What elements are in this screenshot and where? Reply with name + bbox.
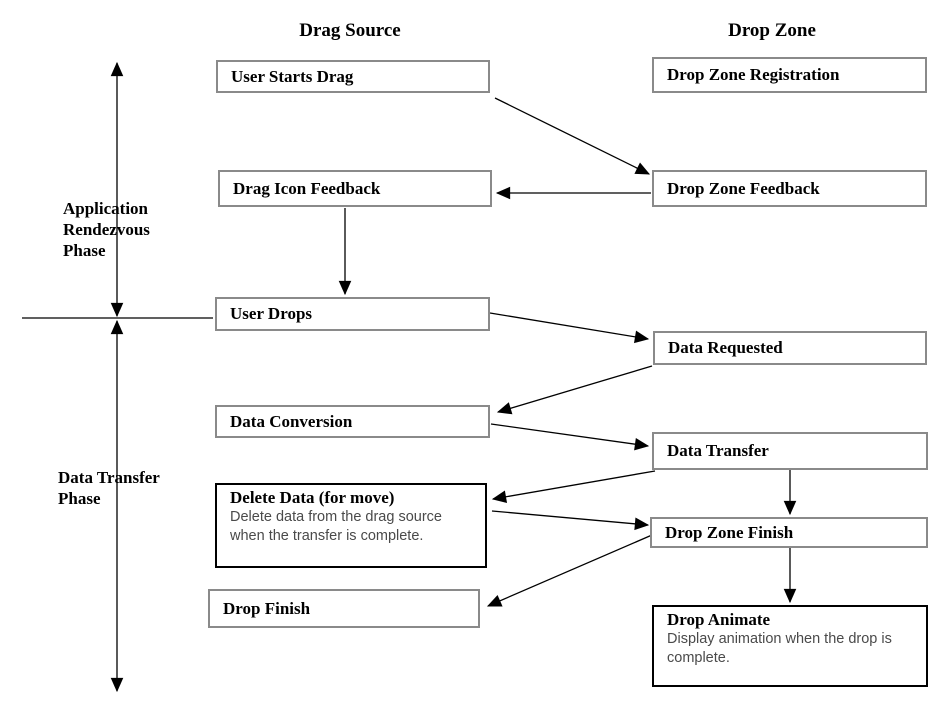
label-data-transfer-phase: Data Transfer Phase xyxy=(58,467,160,509)
node-title: User Starts Drag xyxy=(231,66,354,86)
node-data-transfer: Data Transfer xyxy=(652,432,928,470)
node-title: Delete Data (for move) xyxy=(230,488,395,507)
node-drop-animate: Drop Animate Display animation when the … xyxy=(652,605,928,687)
label-application-rendezvous-phase: Application Rendezvous Phase xyxy=(63,198,150,261)
label-line: Phase xyxy=(58,489,101,508)
node-drop-zone-feedback: Drop Zone Feedback xyxy=(652,170,927,207)
node-description: Delete data from the drag source when th… xyxy=(230,509,442,544)
column-header-drop-zone: Drop Zone xyxy=(728,20,816,41)
node-title: Drop Zone Registration xyxy=(667,65,840,84)
label-line: Rendezvous xyxy=(63,220,150,239)
arrow-user-drops-to-data-requested xyxy=(489,312,650,344)
node-title: Drop Zone Finish xyxy=(665,522,794,542)
node-data-conversion: Data Conversion xyxy=(215,405,490,438)
node-drop-zone-registration: Drop Zone Registration xyxy=(652,57,927,93)
arrow-delete-data-to-drop-zone-finish xyxy=(491,510,650,531)
arrow-drop-zone-finish-to-drop-finish xyxy=(486,534,653,607)
label-line: Application xyxy=(63,199,149,218)
node-title: Drop Zone Feedback xyxy=(667,178,820,198)
node-drag-icon-feedback: Drag Icon Feedback xyxy=(218,170,492,207)
node-user-starts-drag: User Starts Drag xyxy=(216,60,490,93)
label-line: Data Transfer xyxy=(58,468,160,487)
node-delete-data: Delete Data (for move) Delete data from … xyxy=(215,483,487,568)
arrow-user-starts-drag-to-drop-zone-feedback xyxy=(494,97,651,175)
arrow-data-transfer-to-delete-data xyxy=(491,470,656,503)
node-drop-finish: Drop Finish xyxy=(208,589,480,628)
node-title: Data Requested xyxy=(668,338,783,357)
arrow-data-conversion-to-data-transfer xyxy=(490,423,650,451)
node-title: Drag Icon Feedback xyxy=(233,178,381,198)
label-line: Phase xyxy=(63,241,106,260)
node-drop-zone-finish: Drop Zone Finish xyxy=(650,517,928,548)
column-header-drag-source: Drag Source xyxy=(299,20,401,41)
node-title: User Drops xyxy=(230,304,313,323)
node-title: Data Transfer xyxy=(667,441,769,460)
arrow-data-requested-to-data-conversion xyxy=(496,365,653,415)
node-title: Drop Finish xyxy=(223,598,311,618)
node-description: Display animation when the drop is compl… xyxy=(667,631,892,666)
node-title: Drop Animate xyxy=(667,610,771,629)
node-title: Data Conversion xyxy=(230,411,353,431)
node-user-drops: User Drops xyxy=(215,297,490,331)
node-data-requested: Data Requested xyxy=(653,331,927,365)
